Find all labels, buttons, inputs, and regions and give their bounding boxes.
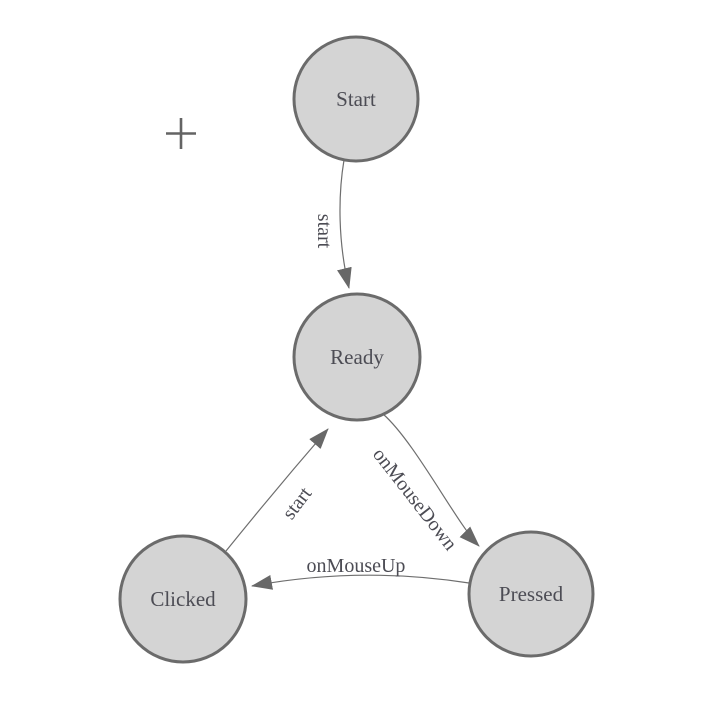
- edge-ready-to-pressed[interactable]: [382, 413, 480, 547]
- node-label-pressed: Pressed: [499, 582, 564, 606]
- state-node-clicked[interactable]: Clicked: [118, 534, 248, 664]
- nodes-layer: Start Ready Clicked Pressed: [118, 35, 595, 664]
- edge-pressed-to-clicked[interactable]: [251, 574, 470, 590]
- node-circle-start[interactable]: [292, 35, 420, 163]
- edge-label-onmousedown: onMouseDown: [368, 444, 461, 555]
- transition-pressed-to-clicked: onMouseUp: [251, 555, 470, 590]
- edge-label-start-2: start: [278, 483, 317, 524]
- transition-start-to-ready: start: [313, 159, 352, 289]
- state-node-start[interactable]: Start: [292, 35, 420, 163]
- transition-ready-to-pressed: onMouseDown: [368, 413, 480, 555]
- crosshair-cursor: [166, 118, 196, 149]
- node-circle-clicked[interactable]: [118, 534, 248, 664]
- node-circle-ready[interactable]: [292, 292, 422, 422]
- state-node-pressed[interactable]: Pressed: [467, 530, 595, 658]
- node-label-clicked: Clicked: [150, 587, 216, 611]
- state-node-ready[interactable]: Ready: [292, 292, 422, 422]
- node-label-ready: Ready: [330, 345, 384, 369]
- edge-start-to-ready[interactable]: [337, 159, 352, 289]
- node-circle-pressed[interactable]: [467, 530, 595, 658]
- transition-clicked-to-ready: start: [225, 428, 329, 552]
- edge-label-start: start: [313, 214, 335, 249]
- edge-clicked-to-ready[interactable]: [225, 428, 329, 552]
- edge-label-onmouseup: onMouseUp: [307, 555, 406, 577]
- node-label-start: Start: [336, 87, 376, 111]
